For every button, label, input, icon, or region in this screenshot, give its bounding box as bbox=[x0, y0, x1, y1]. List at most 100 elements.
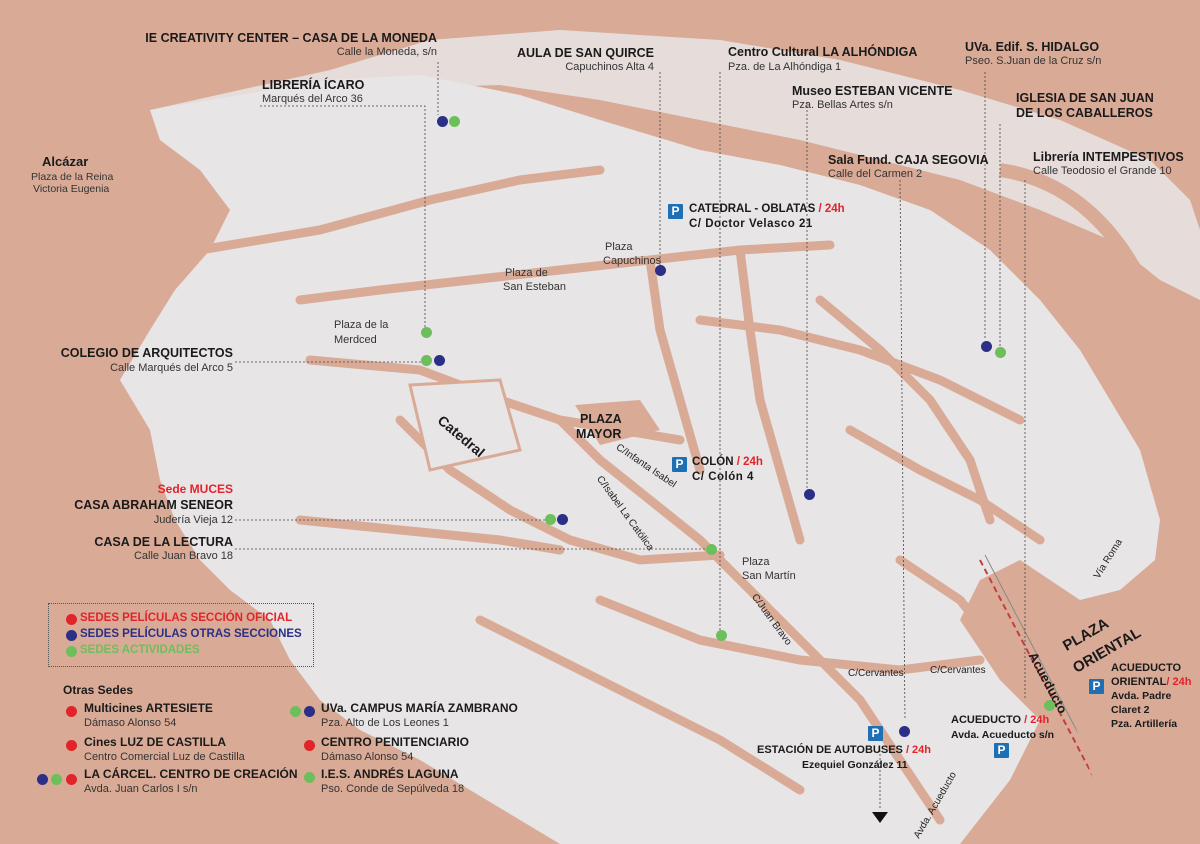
otra-sede-2-addr: Avda. Juan Carlos I s/n bbox=[84, 783, 198, 795]
venue-vicente-name[interactable]: Museo ESTEBAN VICENTE bbox=[792, 84, 953, 98]
venue-hidalgo-dot-otras bbox=[981, 341, 992, 352]
parking-oblatas-icon: P bbox=[668, 204, 683, 219]
otra-sede-1-dot bbox=[66, 740, 77, 751]
otra-sede-4-dot bbox=[304, 740, 315, 751]
venue-icaro-addr: Marqués del Arco 36 bbox=[262, 93, 363, 105]
plaza-esteban-label-2: San Esteban bbox=[503, 281, 566, 293]
venue-moneda-dot-actividades bbox=[449, 116, 460, 127]
venue-arquitectos-name[interactable]: COLEGIO DE ARQUITECTOS bbox=[60, 346, 233, 360]
otra-sede-3-dot-actividades bbox=[290, 706, 301, 717]
arrow-down-icon bbox=[872, 812, 888, 823]
venue-intempestivos-addr: Calle Teodosio el Grande 10 bbox=[1033, 165, 1172, 177]
otra-sede-0-addr: Dámaso Alonso 54 bbox=[84, 717, 177, 729]
old-town-area bbox=[120, 75, 1160, 844]
plaza-capuchinos-label-2: Capuchinos bbox=[603, 255, 662, 267]
venue-icaro-dot-actividades bbox=[421, 327, 432, 338]
venue-quirce-addr: Capuchinos Alta 4 bbox=[565, 61, 654, 73]
venue-vicente-dot-otras bbox=[804, 489, 815, 500]
venue-hidalgo-addr: Pseo. S.Juan de la Cruz s/n bbox=[965, 55, 1102, 67]
parking-acueducto-name[interactable]: ACUEDUCTO / 24h bbox=[951, 714, 1050, 726]
legend-dot-actividades bbox=[66, 646, 77, 657]
leader-lines bbox=[235, 62, 1026, 810]
otra-sede-2-name[interactable]: LA CÁRCEL. CENTRO DE CREACIÓN bbox=[84, 767, 298, 781]
parking-colon-icon: P bbox=[672, 457, 687, 472]
venue-alhondiga-addr: Pza. de La Alhóndiga 1 bbox=[728, 61, 842, 73]
parking-colon-name[interactable]: COLÓN / 24h bbox=[692, 456, 763, 468]
otra-sede-0-name[interactable]: Multicines ARTESIETE bbox=[84, 701, 213, 715]
parking-colon-addr: C/ Colón 4 bbox=[692, 471, 754, 483]
parking-autobuses-icon: P bbox=[868, 726, 883, 741]
venue-intempestivos-dot-actividades bbox=[1044, 700, 1055, 711]
venue-intempestivos-name[interactable]: Librería INTEMPESTIVOS bbox=[1033, 150, 1184, 164]
legend-actividades: SEDES ACTIVIDADES bbox=[80, 644, 200, 656]
venue-moneda-addr: Calle la Moneda, s/n bbox=[336, 46, 437, 58]
venue-iglesia-name[interactable]: IGLESIA DE SAN JUAN bbox=[1016, 91, 1154, 105]
venue-moneda-name[interactable]: IE CREATIVITY CENTER – CASA DE LA MONEDA bbox=[145, 31, 437, 45]
street-cervantes-1: C/Cervantes bbox=[848, 668, 904, 679]
legend-otras: SEDES PELÍCULAS OTRAS SECCIONES bbox=[80, 628, 302, 640]
otra-sede-1-name[interactable]: Cines LUZ DE CASTILLA bbox=[84, 735, 227, 749]
otra-sede-0-dot bbox=[66, 706, 77, 717]
otra-sede-5-dot bbox=[304, 772, 315, 783]
venue-caja-name[interactable]: Sala Fund. CAJA SEGOVIA bbox=[828, 153, 989, 167]
venue-arquitectos-dot-otras bbox=[434, 355, 445, 366]
otras-sedes-title: Otras Sedes bbox=[63, 683, 134, 697]
otra-sede-3-dot-otras bbox=[304, 706, 315, 717]
parking-oriental-name-2[interactable]: ORIENTAL/ 24h bbox=[1111, 676, 1192, 688]
otra-sede-3-name[interactable]: UVa. CAMPUS MARÍA ZAMBRANO bbox=[321, 701, 518, 715]
venue-caja-addr: Calle del Carmen 2 bbox=[828, 168, 923, 180]
venue-iglesia-dot-actividades bbox=[995, 347, 1006, 358]
venue-alhondiga-dot-actividades bbox=[716, 630, 727, 641]
otra-sede-5-addr: Pso. Conde de Sepúlveda 18 bbox=[321, 783, 465, 795]
venue-arquitectos-dot-actividades bbox=[421, 355, 432, 366]
venue-vicente-addr: Pza. Bellas Artes s/n bbox=[792, 99, 893, 111]
venue-muces-tag: Sede MUCES bbox=[157, 482, 233, 496]
alcazar-label: Alcázar bbox=[42, 154, 89, 169]
otra-sede-2-dot-otras bbox=[37, 774, 48, 785]
plaza-oriental-area bbox=[1040, 560, 1200, 800]
parking-autobuses-name[interactable]: ESTACIÓN DE AUTOBUSES / 24h bbox=[757, 744, 932, 756]
parking-oriental-icon: P bbox=[1089, 679, 1104, 694]
plaza-capuchinos-label: Plaza bbox=[605, 241, 633, 253]
parking-acueducto-addr: Avda. Acueducto s/n bbox=[951, 729, 1055, 741]
venue-lectura-dot-actividades bbox=[706, 544, 717, 555]
venue-lectura-addr: Calle Juan Bravo 18 bbox=[133, 550, 233, 562]
parking-oriental-addr-3: Pza. Artillería bbox=[1111, 718, 1178, 730]
plaza-merced-label-2: Merdced bbox=[334, 334, 377, 346]
venue-lectura-name[interactable]: CASA DE LA LECTURA bbox=[94, 535, 233, 549]
otra-sede-5-name[interactable]: I.E.S. ANDRÉS LAGUNA bbox=[321, 767, 459, 781]
venue-quirce-dot-otras bbox=[655, 265, 666, 276]
venue-icaro-name[interactable]: LIBRERÍA ÍCARO bbox=[262, 78, 365, 92]
plaza-merced-label: Plaza de la bbox=[334, 319, 389, 331]
parking-oblatas-name[interactable]: CATEDRAL - OBLATAS / 24h bbox=[689, 203, 845, 215]
otra-sede-4-name[interactable]: CENTRO PENITENCIARIO bbox=[321, 735, 470, 749]
parking-oriental-name[interactable]: ACUEDUCTO bbox=[1111, 662, 1182, 674]
plaza-sanmartin-label: Plaza bbox=[742, 556, 770, 568]
venue-caja-dot-otras bbox=[899, 726, 910, 737]
plaza-esteban-label: Plaza de bbox=[505, 267, 548, 279]
plaza-mayor-block bbox=[575, 400, 660, 445]
parking-autobuses-addr: Ezequiel González 11 bbox=[802, 759, 908, 771]
venue-quirce-name[interactable]: AULA DE SAN QUIRCE bbox=[516, 46, 654, 60]
acueducto-line bbox=[979, 559, 1096, 781]
venue-hidalgo-name[interactable]: UVa. Edif. S. HIDALGO bbox=[965, 40, 1100, 54]
venue-alhondiga-name[interactable]: Centro Cultural LA ALHÓNDIGA bbox=[728, 45, 918, 59]
alcazar-addr1: Plaza de la Reina bbox=[31, 171, 114, 183]
venue-iglesia-name-2[interactable]: DE LOS CABALLEROS bbox=[1016, 106, 1153, 120]
plaza-sanmartin-label-2: San Martín bbox=[742, 570, 796, 582]
otra-sede-2-dot-actividades bbox=[51, 774, 62, 785]
street-cervantes-2: C/Cervantes bbox=[930, 665, 986, 676]
parking-acueducto-icon: P bbox=[994, 743, 1009, 758]
otra-sede-4-addr: Dámaso Alonso 54 bbox=[321, 751, 414, 763]
parking-oblatas-addr: C/ Doctor Velasco 21 bbox=[689, 218, 813, 230]
otra-sede-3-addr: Pza. Alto de Los Leones 1 bbox=[321, 717, 449, 729]
east-road bbox=[998, 163, 1182, 482]
legend bbox=[48, 603, 314, 667]
venue-muces-name[interactable]: CASA ABRAHAM SENEOR bbox=[74, 498, 233, 512]
otra-sede-1-addr: Centro Comercial Luz de Castilla bbox=[84, 751, 245, 763]
venue-muces-dot-actividades bbox=[545, 514, 556, 525]
valley-area bbox=[150, 30, 1200, 300]
venue-muces-addr: Judería Vieja 12 bbox=[153, 514, 233, 526]
